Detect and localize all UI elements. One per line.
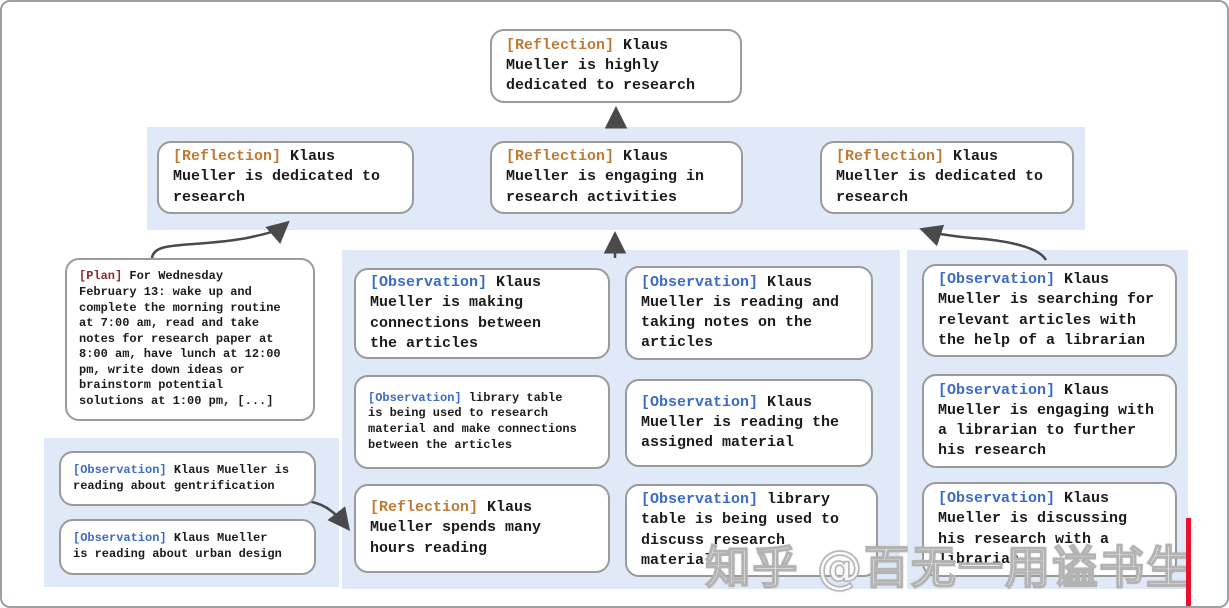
node-reflection-middle: [Reflection]Klaus Mueller is engaging in… xyxy=(490,141,743,214)
node-text: Klaus Mueller is reading about urban des… xyxy=(73,531,282,561)
node-content: [Observation]Klaus Mueller is reading ab… xyxy=(61,531,314,562)
node-reflection-hours-reading: [Reflection]Klaus Mueller spends many ho… xyxy=(354,484,610,573)
observation-tag: [Observation] xyxy=(368,390,462,405)
node-text: Klaus Mueller is engaging with a librari… xyxy=(938,381,1155,460)
node-plan: [Plan]For Wednesday February 13: wake up… xyxy=(65,258,315,421)
node-content: [Observation]Klaus Mueller is making con… xyxy=(356,273,608,354)
node-text: library table is being used to research … xyxy=(368,390,577,452)
node-text: Klaus Mueller is reading and taking note… xyxy=(641,273,840,352)
observation-tag: [Observation] xyxy=(938,381,1056,399)
node-obs-discussing-research: [Observation]Klaus Mueller is discussing… xyxy=(922,482,1177,577)
node-content: [Observation]Klaus Mueller is engaging w… xyxy=(924,381,1175,462)
node-content: [Plan]For Wednesday February 13: wake up… xyxy=(67,269,313,409)
node-root-reflection: [Reflection]Klaus Mueller is highly dedi… xyxy=(490,29,742,103)
watermark-red-line xyxy=(1186,518,1191,606)
node-obs-assigned-material: [Observation]Klaus Mueller is reading th… xyxy=(625,379,873,467)
reflection-tag: [Reflection] xyxy=(173,148,282,166)
node-content: [Reflection]Klaus Mueller is highly dedi… xyxy=(492,36,740,97)
node-content: [Observation]library table is being used… xyxy=(356,391,608,453)
node-text: Klaus Mueller is engaging in research ac… xyxy=(506,148,705,206)
observation-tag: [Observation] xyxy=(641,273,759,291)
observation-tag: [Observation] xyxy=(73,531,167,546)
node-text: For Wednesday February 13: wake up and c… xyxy=(79,269,281,409)
node-text: Klaus Mueller spends many hours reading xyxy=(370,499,542,557)
node-obs-library-table-research: [Observation]library table is being used… xyxy=(354,375,610,469)
node-text: Klaus Mueller is highly dedicated to res… xyxy=(506,36,696,95)
reflection-tag: [Reflection] xyxy=(836,148,945,166)
node-obs-searching-articles: [Observation]Klaus Mueller is searching … xyxy=(922,264,1177,357)
node-obs-engaging-librarian: [Observation]Klaus Mueller is engaging w… xyxy=(922,374,1177,468)
zhihu-watermark: 知乎 @百无一用谥书生 xyxy=(705,540,1193,595)
node-text: library table is being used to discuss r… xyxy=(641,491,840,569)
reflection-tag: [Reflection] xyxy=(506,148,615,166)
observation-tag: [Observation] xyxy=(938,271,1056,288)
node-text: Klaus Mueller is searching for relevant … xyxy=(938,271,1155,349)
node-obs-connections: [Observation]Klaus Mueller is making con… xyxy=(354,268,610,359)
node-content: [Reflection]Klaus Mueller is dedicated t… xyxy=(822,147,1072,208)
observation-tag: [Observation] xyxy=(641,393,759,411)
node-content: [Reflection]Klaus Mueller spends many ho… xyxy=(356,498,608,559)
node-content: [Reflection]Klaus Mueller is engaging in… xyxy=(492,147,741,208)
node-obs-gentrification: [Observation]Klaus Mueller is reading ab… xyxy=(59,451,316,506)
observation-tag: [Observation] xyxy=(641,491,759,508)
node-content: [Observation]Klaus Mueller is discussing… xyxy=(924,489,1175,570)
node-content: [Observation]Klaus Mueller is searching … xyxy=(924,270,1175,351)
node-obs-urban-design: [Observation]Klaus Mueller is reading ab… xyxy=(59,519,316,575)
reflection-tag: [Reflection] xyxy=(506,36,615,54)
observation-tag: [Observation] xyxy=(370,274,488,291)
node-reflection-right: [Reflection]Klaus Mueller is dedicated t… xyxy=(820,141,1074,214)
observation-tag: [Observation] xyxy=(938,490,1056,507)
plan-tag: [Plan] xyxy=(79,269,123,284)
node-content: [Observation]library table is being used… xyxy=(627,490,876,571)
node-obs-library-table-discuss: [Observation]library table is being used… xyxy=(625,484,878,577)
node-text: Klaus Mueller is making connections betw… xyxy=(370,274,542,352)
node-content: [Reflection]Klaus Mueller is dedicated t… xyxy=(159,147,412,208)
node-text: Klaus Mueller is dedicated to research xyxy=(173,148,381,206)
node-text: Klaus Mueller is dedicated to research xyxy=(836,148,1044,206)
node-reflection-left: [Reflection]Klaus Mueller is dedicated t… xyxy=(157,141,414,214)
reflection-tag: [Reflection] xyxy=(370,499,479,517)
node-content: [Observation]Klaus Mueller is reading th… xyxy=(627,393,871,454)
node-text: Klaus Mueller is discussing his research… xyxy=(938,490,1128,568)
observation-tag: [Observation] xyxy=(73,462,167,477)
node-text: Klaus Mueller is reading the assigned ma… xyxy=(641,393,840,452)
node-obs-reading-notes: [Observation]Klaus Mueller is reading an… xyxy=(625,266,873,360)
node-content: [Observation]Klaus Mueller is reading ab… xyxy=(61,463,314,494)
node-content: [Observation]Klaus Mueller is reading an… xyxy=(627,273,871,354)
node-text: Klaus Mueller is reading about gentrific… xyxy=(73,462,290,493)
